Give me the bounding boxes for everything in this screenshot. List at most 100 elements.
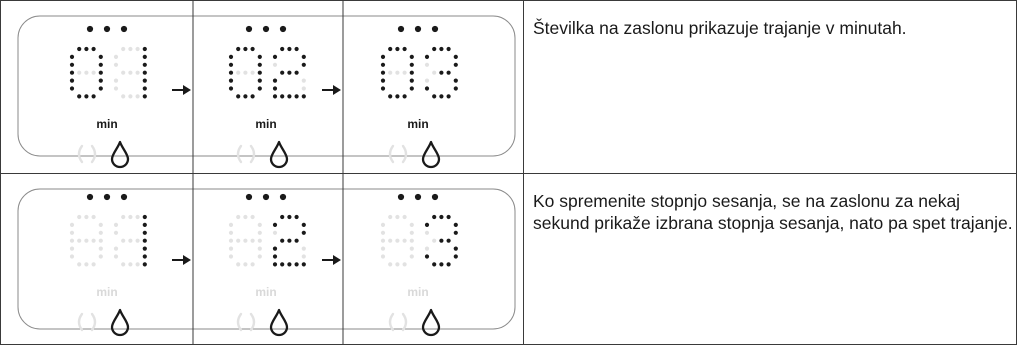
segment-dot: [142, 246, 147, 251]
segment-dot: [228, 54, 234, 60]
segment-dot: [294, 238, 299, 243]
segment-dot: [243, 238, 248, 243]
segment-dot: [236, 238, 241, 243]
arrow-right-icon: [333, 85, 341, 95]
segment-dot: [98, 222, 103, 227]
segment-dot: [294, 70, 299, 75]
segment-dot: [272, 246, 278, 251]
dots-indicator-icon: [262, 25, 270, 33]
segment-dot: [236, 214, 241, 220]
segment-dot: [228, 230, 234, 235]
segment-dot: [77, 238, 82, 243]
segment-dot: [294, 214, 299, 220]
segment-dot: [380, 86, 386, 91]
segment-dot: [135, 262, 140, 267]
droplet-icon: [110, 140, 130, 169]
segment-dot: [453, 254, 458, 259]
segment-dot: [228, 86, 234, 91]
segment-dot: [250, 214, 255, 220]
segment-dot: [439, 94, 444, 99]
segment-dot: [301, 86, 306, 91]
segment-dot: [84, 70, 89, 75]
segment-dot: [142, 222, 147, 227]
segment-dot: [402, 46, 407, 52]
segment-dot: [243, 46, 248, 52]
segment-dot: [98, 230, 103, 235]
segment-dot: [257, 254, 262, 259]
segment-dot: [432, 238, 437, 243]
segment-dot: [77, 94, 82, 99]
segment-dot: [135, 70, 140, 75]
segment-dot: [228, 70, 234, 75]
segment-dot: [257, 62, 262, 67]
segment-dot: [69, 54, 75, 60]
segment-dot: [69, 222, 75, 227]
segment-dot: [409, 78, 414, 83]
segment-dot: [453, 230, 458, 235]
segment-dot: [121, 238, 126, 243]
dots-indicator-icon: [279, 25, 287, 33]
segment-dot: [402, 262, 407, 267]
segment-dot: [236, 46, 241, 52]
segment-dot: [287, 238, 292, 243]
segment-dot: [453, 54, 458, 60]
segment-dot: [395, 262, 400, 267]
segment-dot: [424, 54, 430, 60]
segment-dot: [250, 262, 255, 267]
droplet-icon: [269, 140, 289, 169]
unit-label: min: [96, 117, 117, 131]
segment-dot: [142, 54, 147, 60]
segment-dot: [280, 94, 285, 99]
segment-dot: [121, 262, 126, 267]
description-cell-row-2: Ko spremenite stopnjo sesanja, se na zas…: [523, 173, 1017, 345]
display-panel: min: [228, 25, 306, 169]
segment-dot: [388, 94, 393, 99]
segment-dot: [446, 214, 451, 220]
segment-dot: [424, 246, 430, 251]
segment-dot: [113, 254, 119, 259]
display-frame: [17, 15, 516, 157]
segment-dot: [432, 214, 437, 220]
segment-dot: [409, 62, 414, 67]
segment-dot: [272, 230, 278, 235]
segment-dot: [243, 214, 248, 220]
segment-dot: [257, 222, 262, 227]
suction-level-icon: [388, 144, 395, 164]
segment-dot: [257, 54, 262, 60]
segment-dot: [135, 238, 140, 243]
segment-dot: [69, 238, 75, 243]
segment-dot: [142, 62, 147, 67]
description-text-row-1: Številka na zaslonu prikazuje trajanje v…: [533, 18, 907, 38]
segment-dot: [409, 254, 414, 259]
segment-dot: [380, 230, 386, 235]
segment-dot: [69, 254, 75, 259]
segment-dot: [142, 214, 147, 220]
segment-dot: [69, 230, 75, 235]
segment-dot: [395, 238, 400, 243]
segment-dot: [84, 214, 89, 220]
segment-dot: [84, 94, 89, 99]
segment-dot: [432, 46, 437, 52]
display-panel: min: [380, 25, 458, 169]
segment-dot: [128, 46, 133, 52]
dots-indicator-icon: [431, 25, 439, 33]
segment-dot: [424, 230, 430, 235]
segment-dot: [402, 70, 407, 75]
segment-dot: [287, 262, 292, 267]
arrow-right-icon: [183, 85, 191, 95]
segment-dot: [380, 254, 386, 259]
suction-level-icon: [249, 144, 256, 164]
segment-dot: [301, 222, 306, 227]
suction-level-icon: [236, 312, 243, 332]
display-frame: [17, 188, 516, 330]
segment-dot: [424, 86, 430, 91]
segment-dot: [409, 246, 414, 251]
segment-dot: [84, 262, 89, 267]
segment-dot: [257, 246, 262, 251]
suction-level-icon: [90, 312, 97, 332]
segment-dot: [257, 230, 262, 235]
segment-dot: [424, 62, 430, 67]
segment-dot: [243, 94, 248, 99]
segment-dot: [424, 254, 430, 259]
